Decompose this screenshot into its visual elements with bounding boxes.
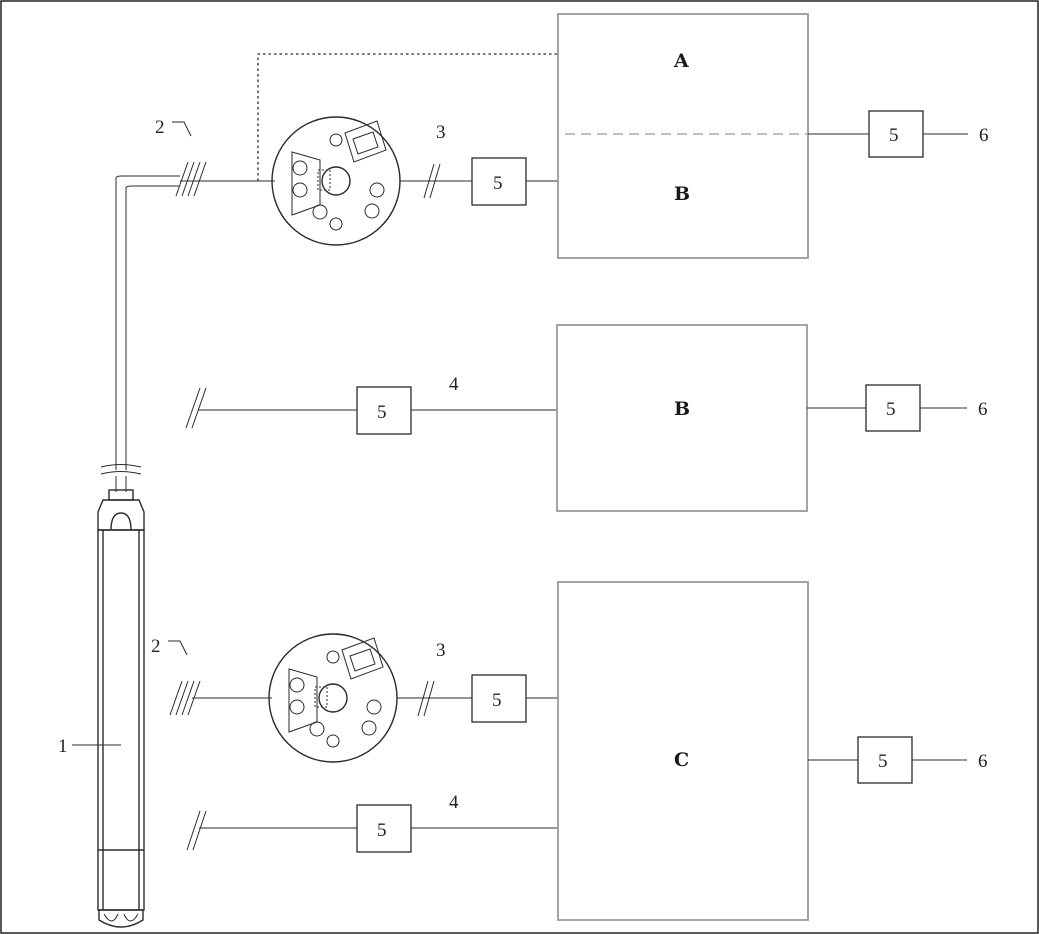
- box-5-bottom-a: [471, 674, 527, 723]
- unit-ab-label-a: A: [673, 50, 689, 72]
- slash-mark: [186, 810, 201, 851]
- label-transmitter-top: 3: [436, 122, 446, 143]
- box-5-top: [471, 157, 527, 206]
- probe-sensor: [72, 175, 180, 928]
- unit-c-label: C: [674, 749, 689, 771]
- label-probe: 1: [58, 736, 68, 757]
- slash-mark: [185, 387, 201, 429]
- box-5-out-top: [868, 110, 924, 158]
- box-5-bottom-a-label: 5: [492, 690, 502, 711]
- label-cable-top-hook: [172, 121, 192, 137]
- label-cable-top: 2: [155, 117, 165, 138]
- slash-mark: [423, 680, 435, 717]
- label-probe-signal-bottom: 4: [449, 792, 459, 813]
- box-5-out-bottom-label: 5: [878, 751, 888, 772]
- slash-mark: [429, 163, 441, 199]
- unit-ab: [557, 13, 809, 259]
- label-output-middle: 6: [978, 399, 988, 420]
- box-5-top-label: 5: [493, 173, 503, 194]
- label-output-bottom: 6: [978, 751, 988, 772]
- label-cable-bottom-hook: [168, 640, 188, 656]
- box-5-out-top-label: 5: [889, 125, 899, 146]
- box-5-bottom-b: [356, 804, 412, 853]
- head-transmitter-bottom: [268, 633, 398, 763]
- unit-ab-label-b: B: [674, 183, 690, 205]
- box-5-middle-label: 5: [377, 402, 387, 423]
- label-probe-signal-middle: 4: [449, 374, 459, 395]
- slash-mark: [417, 680, 429, 717]
- label-transmitter-bottom: 3: [436, 640, 446, 661]
- box-5-middle: [356, 386, 412, 435]
- slash-mark: [191, 387, 207, 429]
- slash-mark: [423, 163, 435, 199]
- multi-wire-mark-bottom: [169, 680, 272, 716]
- unit-b-label: B: [674, 398, 690, 420]
- slash-mark: [192, 810, 207, 851]
- box-5-out-middle-label: 5: [886, 399, 896, 420]
- dotted-link-a: [257, 53, 558, 181]
- label-cable-bottom: 2: [151, 636, 161, 657]
- label-output-top: 6: [979, 125, 989, 146]
- head-transmitter-top: [271, 116, 401, 246]
- multi-wire-mark-top: [175, 161, 258, 197]
- box-5-bottom-b-label: 5: [377, 820, 387, 841]
- unit-c: [557, 581, 809, 921]
- unit-b: [556, 324, 808, 512]
- box-5-out-middle: [865, 384, 921, 432]
